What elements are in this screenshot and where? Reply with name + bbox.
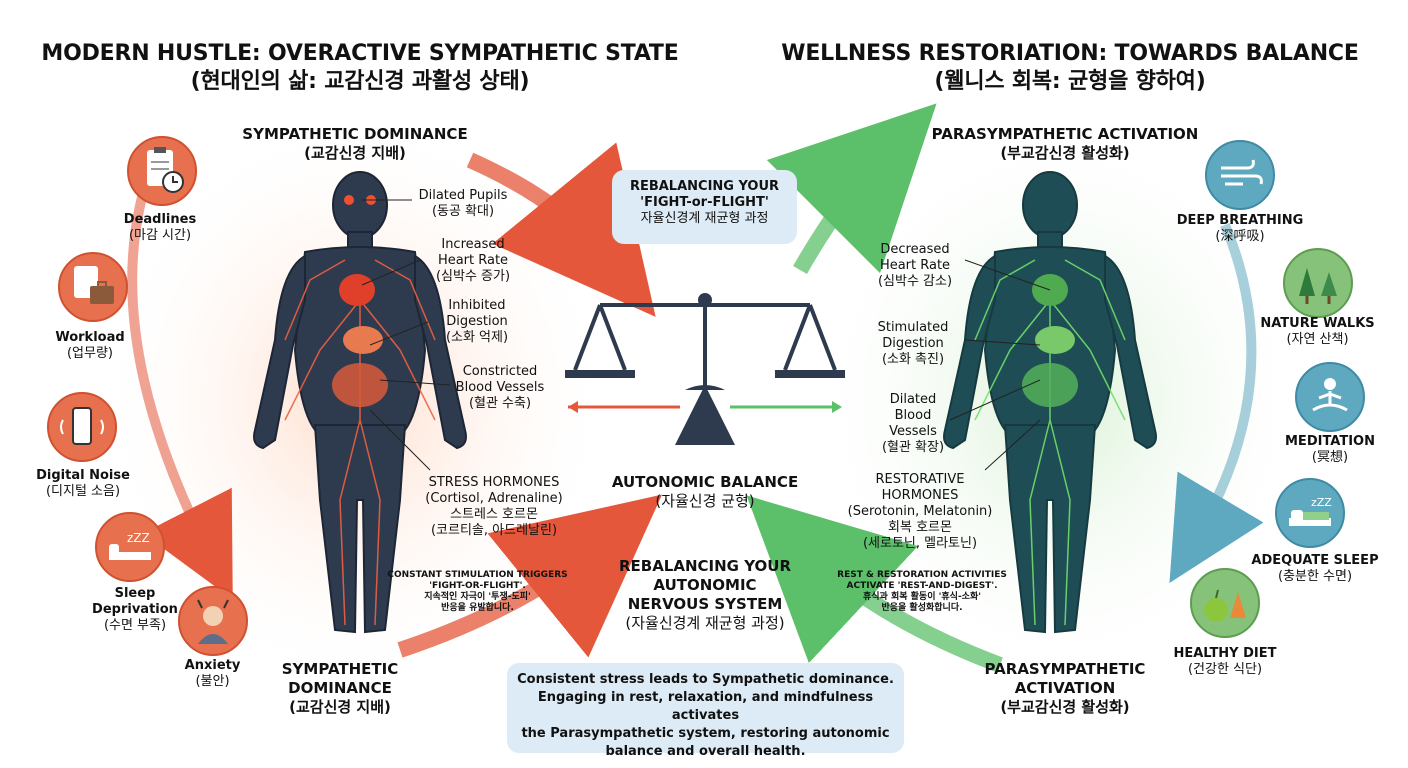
left-title: MODERN HUSTLE: OVERACTIVE SYMPATHETIC ST… [41,41,679,94]
svg-text:zZZ: zZZ [1311,496,1332,509]
sleep-bed-icon: zZZ [1275,478,1345,548]
summary-box: Consistent stress leads to Sympathetic d… [507,663,904,759]
practice-adequate-sleep: ADEQUATE SLEEP(충분한 수면) [1251,553,1379,584]
practice-meditation: MEDITATION(冥想) [1285,434,1375,465]
sympathetic-to-balance-arrow [466,142,656,317]
anxious-person-icon [178,586,248,656]
practice-nature-walks: NATURE WALKS(자연 산책) [1260,316,1375,347]
stressor-digital-noise: Digital Noise(디지털 소음) [36,468,130,499]
autonomic-balance-label: AUTONOMIC BALANCE(자율신경 균형) [611,473,799,510]
parasympathetic-activation-top: PARASYMPATHETIC ACTIVATION (부교감신경 활성화) [931,125,1199,162]
stressor-workload: Workload(업무량) [55,330,125,361]
sympathetic-bottom-arrow [397,494,663,658]
parasympathetic-body-figure [943,171,1157,634]
effect-dilated-pupils: Dilated Pupils(동공 확대) [418,188,508,219]
bed-zzz-icon: zZZ [95,512,165,582]
stressor-cycle-arrow [127,168,233,600]
sympathetic-note: CONSTANT STIMULATION TRIGGERS'FIGHT-OR-F… [387,570,568,613]
trees-icon [1283,248,1353,318]
clipboard-clock-icon [127,136,197,206]
practice-cycle-arrow [1169,223,1264,584]
svg-text:zZZ: zZZ [127,531,150,545]
parasympathetic-bottom-arrow [746,495,1003,673]
rebalancing-top-box: REBALANCING YOUR'FIGHT-or-FLIGHT'자율신경계 재… [612,170,797,244]
balance-scale [565,293,845,445]
stressor-anxiety: Anxiety(불안) [184,658,241,689]
stress-hormones-label: STRESS HORMONES(Cortisol, Adrenaline)스트레… [425,475,563,538]
right-title: WELLNESS RESTORIATION: TOWARDS BALANCE (… [781,41,1359,94]
sympathetic-dominance-top: SYMPATHETIC DOMINANCE (교감신경 지배) [242,125,468,162]
briefcase-icon [58,252,128,322]
fruit-veg-icon [1190,568,1260,638]
smartphone-icon [47,392,117,462]
meditation-icon [1295,362,1365,432]
sympathetic-body-figure [253,171,467,634]
wind-icon [1205,140,1275,210]
heart-shape [339,274,375,306]
practice-healthy-diet: HEALTHY DIET(건강한 식단) [1173,646,1277,677]
practice-deep-breathing: DEEP BREATHING(深呼吸) [1176,213,1304,244]
stressor-deadlines: Deadlines(마감 시간) [123,212,197,243]
balance-to-parasympathetic-arrow [766,103,937,274]
